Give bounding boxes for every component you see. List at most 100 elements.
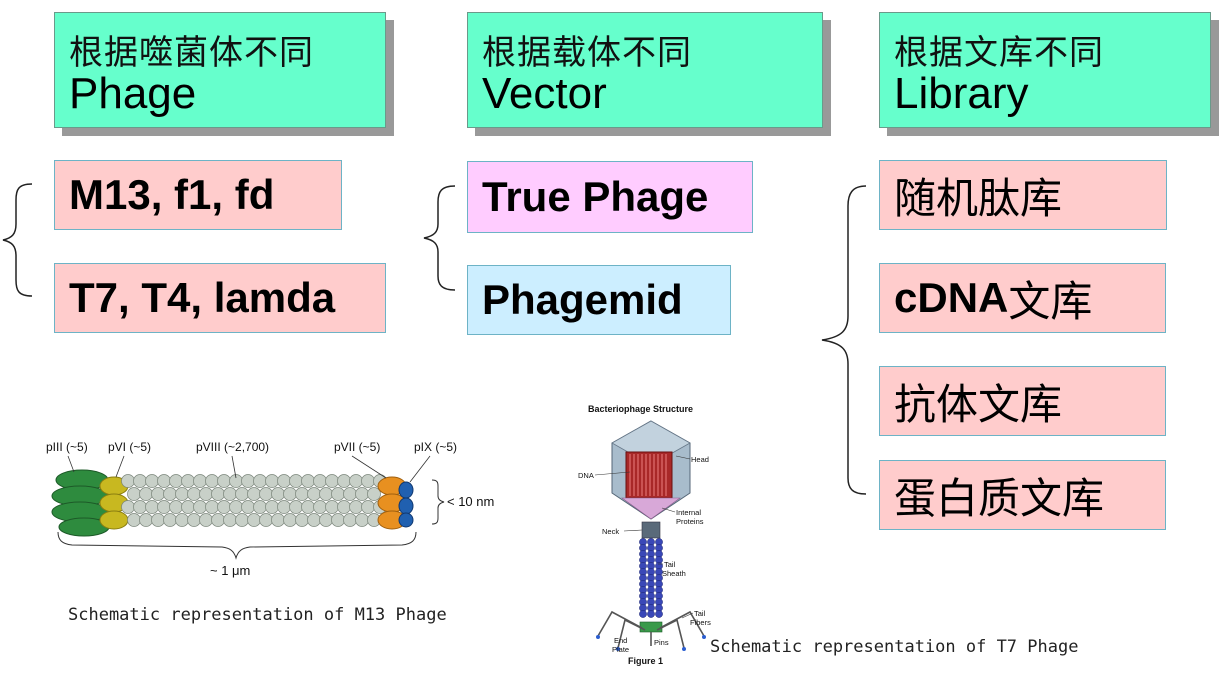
m13-illustration: pIII (~5) pVI (~5) pVIII (~2,700) pVII (… (46, 440, 494, 578)
p8-coat-protein (151, 513, 165, 527)
library-item-protein-label: 蛋白质文库 (894, 473, 1105, 523)
p8-coat-protein (217, 500, 231, 514)
library-item-antibody-label: 抗体文库 (894, 379, 1063, 429)
t7-label-plate: Plate (612, 645, 629, 654)
vector-item-phagemid: Phagemid (467, 265, 731, 335)
p8-coat-protein (361, 474, 375, 488)
p8-coat-protein (211, 513, 225, 527)
p8-coat-protein (325, 500, 339, 514)
t7-tail-fibers (597, 610, 705, 649)
p8-coat-protein (127, 513, 141, 527)
t7-figure-label: Figure 1 (628, 656, 663, 666)
header-phage-cn: 根据噬菌体不同 (69, 33, 314, 73)
p8-coat-protein (331, 487, 345, 501)
p8-coat-protein (271, 487, 285, 501)
p8-coat-protein (223, 487, 237, 501)
library-item-peptide: 随机肽库 (879, 160, 1167, 230)
p8-coat-protein (307, 513, 321, 527)
p8-coat-protein (193, 474, 207, 488)
tail-sheath-subunit (655, 610, 663, 618)
tail-sheath-subunit (639, 610, 647, 618)
p8-coat-protein (295, 513, 309, 527)
p8-coat-protein (349, 474, 363, 488)
brace-library (821, 185, 867, 495)
m13-label-p8: pVIII (~2,700) (196, 440, 269, 454)
p8-coat-protein (313, 500, 327, 514)
p8-coat-protein (217, 474, 231, 488)
header-library-cn: 根据文库不同 (894, 33, 1104, 73)
p8-coat-protein (139, 513, 153, 527)
p8-coat-protein (319, 513, 333, 527)
p8-coat-protein (355, 487, 369, 501)
p8-coat-protein (277, 474, 291, 488)
header-vector: 根据载体不同 Vector (467, 12, 823, 128)
t7-label-head: Head (691, 455, 709, 464)
m13-caption: Schematic representation of M13 Phage (68, 605, 447, 625)
t7-label-end: End (614, 636, 627, 645)
t7-dna-coil (629, 454, 667, 496)
p8-coat-protein (211, 487, 225, 501)
p8-coat-protein (301, 474, 315, 488)
p8-coat-protein (289, 500, 303, 514)
p8-coat-protein (181, 500, 195, 514)
p8-coat-protein (163, 513, 177, 527)
p8-coat-protein (265, 474, 279, 488)
p8-coat-protein (181, 474, 195, 488)
p8-coat-protein (157, 474, 171, 488)
t7-tail-sheath (639, 538, 663, 618)
p8-coat-protein (325, 474, 339, 488)
p8-coat-protein (331, 513, 345, 527)
m13-label-p6: pVI (~5) (108, 440, 151, 454)
p8-coat-protein (241, 500, 255, 514)
p8-coat-protein (343, 487, 357, 501)
p8-coat-protein (235, 487, 249, 501)
t7-label-pins: Pins (654, 638, 669, 647)
p8-coat-protein (277, 500, 291, 514)
library-item-peptide-label: 随机肽库 (894, 173, 1063, 223)
t7-label-sheath: Sheath (662, 569, 686, 578)
t7-label-proteins: Proteins (676, 517, 704, 526)
t7-label-tail: Tail (664, 560, 676, 569)
tail-sheath-subunit (647, 610, 655, 618)
p8-coat-protein (229, 500, 243, 514)
header-vector-en: Vector (482, 69, 607, 118)
p8-coat-protein (223, 513, 237, 527)
t7-neck (641, 521, 661, 539)
p8-coat-protein (121, 500, 135, 514)
p8-coat-protein (151, 487, 165, 501)
p8-coat-protein (121, 474, 135, 488)
p8-coat-protein (187, 513, 201, 527)
t7-label-fibers: Fibers (690, 618, 711, 627)
brace-phage (2, 183, 33, 297)
p8-coat-protein (205, 500, 219, 514)
p8-coat-protein (247, 513, 261, 527)
t7-label-neck: Neck (602, 527, 619, 536)
p8-coat-protein (259, 487, 273, 501)
m13-label-p9: pIX (~5) (414, 440, 457, 454)
p8-coat-protein (241, 474, 255, 488)
phage-item-t7: T7, T4, lamda (54, 263, 386, 333)
p8-coat-protein (175, 487, 189, 501)
p8-coat-protein (361, 500, 375, 514)
header-phage-en: Phage (69, 69, 197, 118)
p8-coat-protein (127, 487, 141, 501)
p8-coat-protein (289, 474, 303, 488)
t7-base-plate (639, 621, 663, 633)
library-item-protein: 蛋白质文库 (879, 460, 1166, 530)
p8-coat-protein (175, 513, 189, 527)
p8-coat-protein (169, 474, 183, 488)
p8-coat-protein (199, 487, 213, 501)
p8-coat-protein (133, 474, 147, 488)
t7-label-dna: DNA (578, 471, 594, 480)
p8-coat-protein (259, 513, 273, 527)
m13-length-label: ~ 1 μm (210, 563, 250, 578)
m13-label-p7: pVII (~5) (334, 440, 380, 454)
p8-coat-protein (283, 513, 297, 527)
p8-coat-protein (253, 500, 267, 514)
p8-coat-protein (139, 487, 153, 501)
library-item-cdna-cn: 文库 (1008, 276, 1093, 326)
p8-coat-protein (193, 500, 207, 514)
p8-coat-protein (295, 487, 309, 501)
